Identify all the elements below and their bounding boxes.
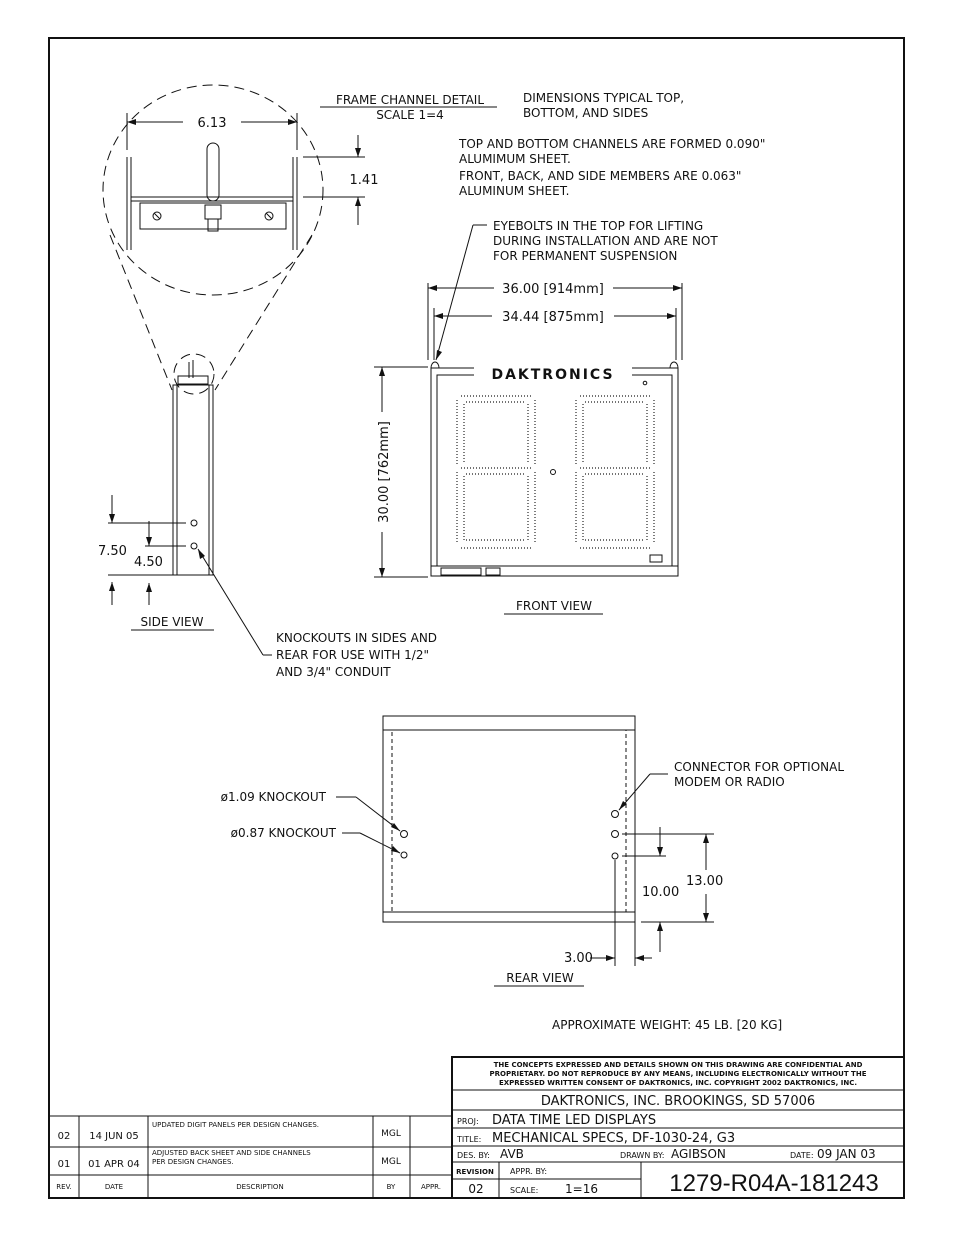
proj-label: PROJ: xyxy=(457,1117,479,1126)
rev-row2-desc1: ADJUSTED BACK SHEET AND SIDE CHANNELS xyxy=(152,1149,311,1157)
confidential-3: EXPRESSED WRITTEN CONSENT OF DAKTRONICS,… xyxy=(499,1079,857,1087)
rev-row1-by: MGL xyxy=(381,1129,401,1139)
side-view: 7.50 4.50 SIDE VIEW KNOCKOUTS IN SIDES A… xyxy=(98,353,437,679)
note-channels-4: ALUMINUM SHEET. xyxy=(459,184,569,198)
note-connector-1: CONNECTOR FOR OPTIONAL xyxy=(674,760,844,774)
rev-header-date: DATE xyxy=(105,1183,123,1191)
rev-row2-date: 01 APR 04 xyxy=(88,1159,140,1170)
detail-title: FRAME CHANNEL DETAIL xyxy=(336,93,484,107)
rear-knockout-small: ø0.87 KNOCKOUT xyxy=(231,826,337,840)
scale-value: 1=16 xyxy=(565,1182,598,1196)
note-connector-2: MODEM OR RADIO xyxy=(674,775,785,789)
rev-row1-rev: 02 xyxy=(58,1131,71,1142)
side-dim-b: 4.50 xyxy=(134,555,163,570)
note-knockouts-2: REAR FOR USE WITH 1/2" xyxy=(276,648,429,662)
note-eyebolts-2: DURING INSTALLATION AND ARE NOT xyxy=(493,234,718,248)
note-typical-2: BOTTOM, AND SIDES xyxy=(523,106,648,120)
frame-channel-detail: 6.13 1.41 FRAME CHANNEL DETAIL SCALE 1=4 xyxy=(102,84,497,391)
rev-row2-by: MGL xyxy=(381,1157,401,1167)
side-view-label: SIDE VIEW xyxy=(141,615,204,629)
rear-dim-a: 13.00 xyxy=(686,874,723,889)
detail-width-dim: 6.13 xyxy=(198,116,227,131)
digit-left xyxy=(456,395,536,549)
drawn-value: AGIBSON xyxy=(671,1147,726,1161)
rear-view: ø1.09 KNOCKOUT ø0.87 KNOCKOUT CONNECTOR … xyxy=(221,715,844,987)
scale-label: SCALE: xyxy=(510,1186,538,1195)
des-value: AVB xyxy=(500,1147,524,1161)
front-dim-outer: 36.00 [914mm] xyxy=(502,282,604,297)
appr-label: APPR. BY: xyxy=(510,1167,547,1176)
rev-row1-desc: UPDATED DIGIT PANELS PER DESIGN CHANGES. xyxy=(152,1121,319,1129)
rev-row2-desc2: PER DESIGN CHANGES. xyxy=(152,1158,234,1166)
note-knockouts-3: AND 3/4" CONDUIT xyxy=(276,665,391,679)
weight-note: APPROXIMATE WEIGHT: 45 LB. [20 KG] xyxy=(552,1018,782,1032)
rev-header-by: BY xyxy=(387,1183,396,1191)
rev-row2-rev: 01 xyxy=(58,1159,71,1170)
revision-label: REVISION xyxy=(456,1168,494,1176)
front-view: DAKTRONICS 36.00 [914mm] 34.44 [875mm] xyxy=(374,282,683,615)
drawn-label: DRAWN BY: xyxy=(620,1151,664,1160)
rear-knockout-large: ø1.09 KNOCKOUT xyxy=(221,790,327,804)
des-label: DES. BY: xyxy=(457,1151,490,1160)
front-brand: DAKTRONICS xyxy=(491,367,614,383)
front-dim-height: 30.00 [762mm] xyxy=(377,421,392,523)
rev-header-desc: DESCRIPTION xyxy=(236,1183,283,1191)
proj-value: DATA TIME LED DISPLAYS xyxy=(492,1113,656,1128)
drawing-number: 1279-R04A-181243 xyxy=(669,1170,879,1197)
title-value: MECHANICAL SPECS, DF-1030-24, G3 xyxy=(492,1131,735,1146)
detail-scale: SCALE 1=4 xyxy=(376,108,444,122)
digit-right xyxy=(575,395,655,549)
note-eyebolts-1: EYEBOLTS IN THE TOP FOR LIFTING xyxy=(493,219,703,233)
revision-block: 02 14 JUN 05 UPDATED DIGIT PANELS PER DE… xyxy=(48,1115,453,1199)
revision-value: 02 xyxy=(468,1182,483,1196)
note-typical-1: DIMENSIONS TYPICAL TOP, xyxy=(523,91,684,105)
note-channels-2: ALUMIMUM SHEET. xyxy=(459,152,571,166)
title-label: TITLE: xyxy=(456,1135,481,1144)
rear-view-label: REAR VIEW xyxy=(506,971,574,985)
front-view-label: FRONT VIEW xyxy=(516,599,592,613)
date-value: 09 JAN 03 xyxy=(817,1147,876,1161)
rev-row1-date: 14 JUN 05 xyxy=(89,1131,139,1142)
rear-dim-c: 3.00 xyxy=(564,951,593,966)
note-channels-3: FRONT, BACK, AND SIDE MEMBERS ARE 0.063" xyxy=(459,169,741,183)
note-channels-1: TOP AND BOTTOM CHANNELS ARE FORMED 0.090… xyxy=(458,137,765,151)
side-dim-a: 7.50 xyxy=(98,544,127,559)
confidential-2: PROPRIETARY. DO NOT REPRODUCE BY ANY MEA… xyxy=(490,1070,867,1078)
rev-header-rev: REV. xyxy=(56,1183,71,1191)
front-dim-inner: 34.44 [875mm] xyxy=(502,310,604,325)
notes: DIMENSIONS TYPICAL TOP, BOTTOM, AND SIDE… xyxy=(435,91,765,361)
rev-header-appr: APPR. xyxy=(421,1183,441,1191)
confidential-1: THE CONCEPTS EXPRESSED AND DETAILS SHOWN… xyxy=(494,1061,863,1069)
note-knockouts-1: KNOCKOUTS IN SIDES AND xyxy=(276,631,437,645)
rear-dim-b: 10.00 xyxy=(642,885,679,900)
title-block: THE CONCEPTS EXPRESSED AND DETAILS SHOWN… xyxy=(451,1056,905,1199)
note-eyebolts-3: FOR PERMANENT SUSPENSION xyxy=(493,249,677,263)
company-line: DAKTRONICS, INC. BROOKINGS, SD 57006 xyxy=(541,1094,815,1109)
detail-height-dim: 1.41 xyxy=(350,173,379,188)
date-label: DATE: xyxy=(790,1151,814,1160)
